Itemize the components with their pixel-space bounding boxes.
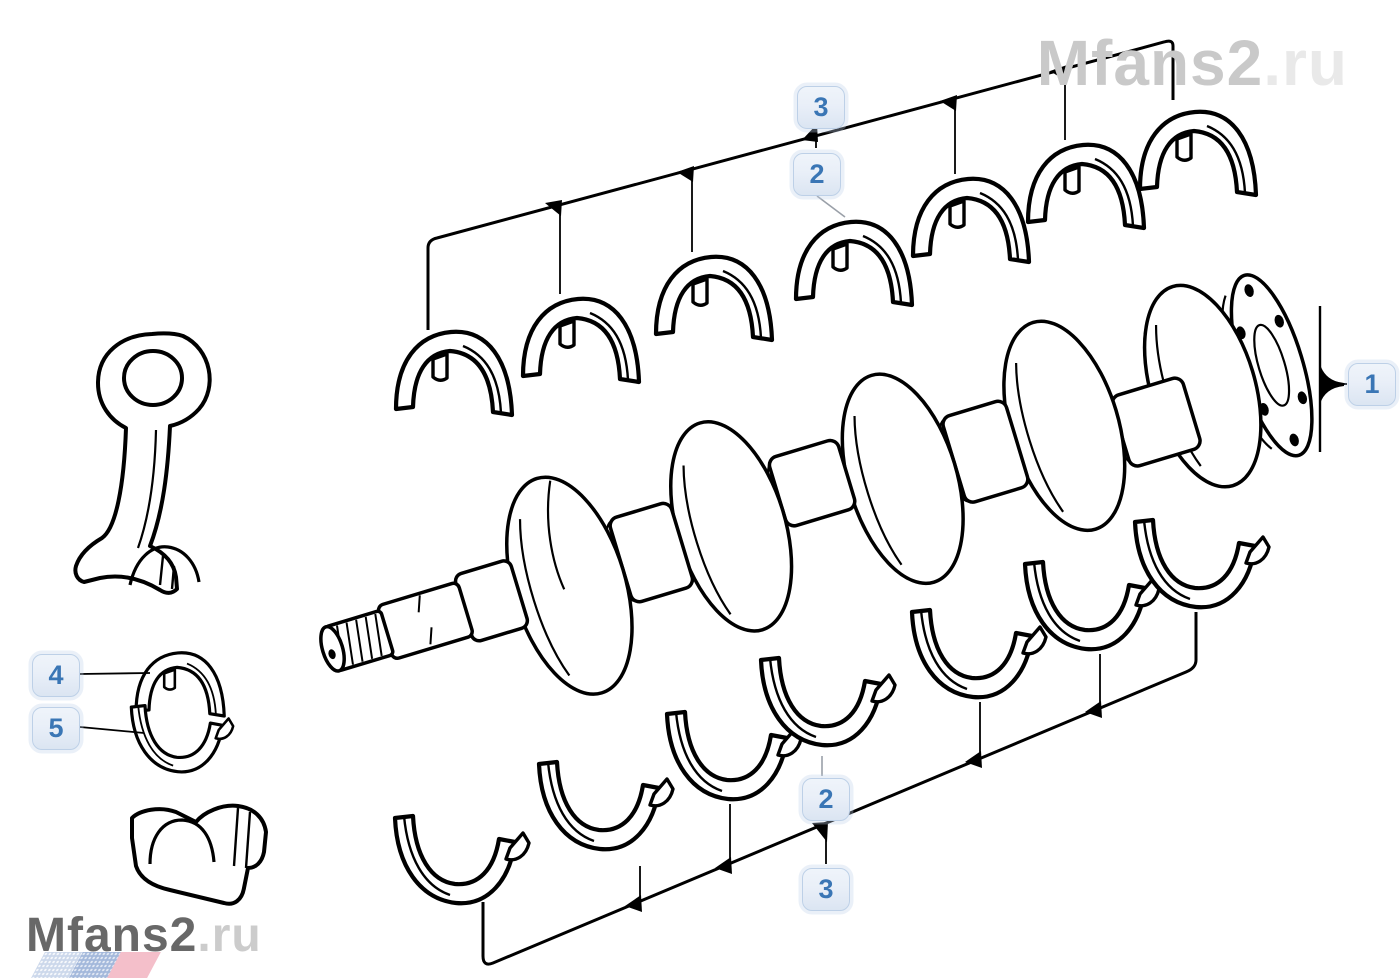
lower-bearing-shell — [539, 762, 673, 849]
lower-bearing-shell — [912, 610, 1046, 697]
callout-bottom-single[interactable]: 2 — [802, 778, 850, 821]
callout-label: 4 — [48, 660, 64, 690]
upper-bearing-shell — [656, 257, 772, 340]
callout-label: 2 — [809, 159, 825, 189]
watermark-suffix: .ru — [197, 909, 262, 962]
upper-bearing-shell — [913, 179, 1029, 262]
callout-rod-upper-shell[interactable]: 4 — [32, 654, 80, 697]
connecting-rod — [73, 331, 212, 595]
watermark-text: Mfans2 — [1036, 27, 1264, 99]
rod-bearing-cap — [130, 803, 268, 906]
crankshaft — [319, 273, 1314, 696]
callout-top-bracket[interactable]: 3 — [797, 86, 845, 129]
callout-crankshaft[interactable]: 1 — [1348, 363, 1396, 406]
callout-label: 3 — [818, 874, 834, 904]
upper-bearing-shell — [1028, 145, 1144, 228]
flywheel-flange — [1221, 273, 1314, 458]
rod-small-end-bore — [122, 349, 184, 407]
callout-label: 1 — [1364, 369, 1380, 399]
upper-bearing-shell — [1140, 112, 1256, 195]
callout-label: 3 — [813, 92, 829, 122]
lower-bearing-shell — [761, 658, 895, 745]
watermark-top-right: Mfans2.ru — [1037, 26, 1348, 100]
upper-bearing-shell — [523, 299, 639, 382]
upper-bearing-shell — [796, 222, 912, 305]
lower-bearing-shell — [395, 816, 529, 903]
snout-end-cap — [319, 624, 346, 673]
rod-upper-bearing-shell — [134, 651, 226, 718]
callout-bottom-bracket[interactable]: 3 — [802, 868, 850, 911]
brand-flag-logo — [31, 952, 161, 978]
top-bracket-line — [426, 39, 1175, 330]
callout-label: 5 — [48, 713, 64, 743]
callout-rod-lower-shell[interactable]: 5 — [32, 707, 80, 750]
watermark-suffix: .ru — [1263, 27, 1348, 99]
callout-label: 2 — [818, 784, 834, 814]
upper-bearing-shell — [396, 332, 512, 415]
callout-top-single[interactable]: 2 — [793, 153, 841, 196]
